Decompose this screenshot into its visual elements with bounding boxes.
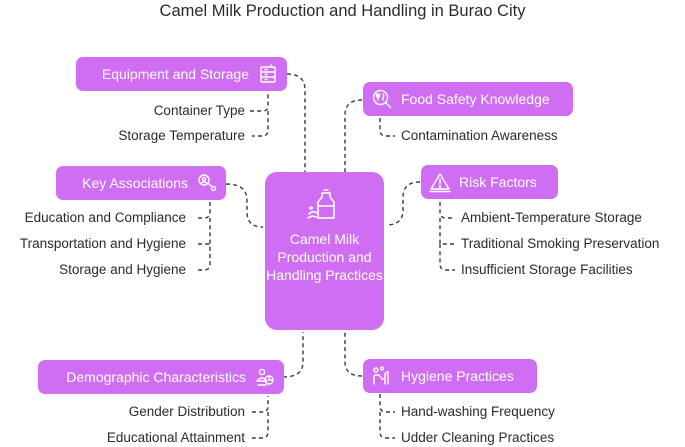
leaf-item: Gender Distribution bbox=[128, 404, 245, 419]
leaf-connector bbox=[252, 412, 269, 439]
branch-label: Key Associations bbox=[82, 175, 188, 191]
leaf-connector bbox=[250, 92, 269, 112]
warning-icon bbox=[429, 173, 451, 193]
leaf-item: Contamination Awareness bbox=[401, 128, 558, 143]
branch-label: Hygiene Practices bbox=[401, 368, 514, 384]
connector-equipment bbox=[286, 73, 306, 172]
leaf-item: Insufficient Storage Facilities bbox=[461, 262, 633, 277]
leaf-connector bbox=[198, 218, 211, 271]
search-food-icon bbox=[372, 89, 392, 109]
branch-label: Demographic Characteristics bbox=[66, 369, 246, 385]
storage-icon bbox=[260, 64, 276, 83]
branch-risk-factors: Risk Factors bbox=[421, 165, 558, 199]
connector-hygiene bbox=[344, 332, 363, 377]
leaf-item: Transportation and Hygiene bbox=[19, 236, 186, 251]
center-label: Camel Milk Production and Handling Pract… bbox=[266, 231, 383, 283]
leaf-connector bbox=[379, 118, 395, 137]
leaf-item: Udder Cleaning Practices bbox=[401, 430, 555, 445]
leaf-connector bbox=[379, 394, 395, 413]
leaf-connector bbox=[439, 244, 455, 271]
leaf-item: Storage Temperature bbox=[118, 128, 245, 143]
leaf-connector bbox=[252, 396, 269, 413]
leaf-item: Ambient-Temperature Storage bbox=[461, 210, 642, 225]
connector-risk-factors bbox=[385, 181, 421, 226]
leaf-connector bbox=[439, 218, 455, 245]
network-icon bbox=[198, 174, 217, 192]
people-icon bbox=[256, 368, 274, 386]
connector-food-safety bbox=[344, 99, 363, 172]
connector-key-associations bbox=[225, 183, 264, 228]
leaf-item: Education and Compliance bbox=[24, 210, 186, 225]
branch-equipment-and-storage: Equipment and Storage bbox=[76, 57, 287, 91]
milk-can-icon bbox=[307, 189, 335, 219]
center-node: Camel Milk Production and Handling Pract… bbox=[265, 172, 384, 330]
leaf-item: Container Type bbox=[153, 103, 245, 118]
branch-label: Risk Factors bbox=[459, 174, 537, 190]
branch-food-safety-knowledge: Food Safety Knowledge bbox=[363, 82, 573, 116]
diagram-title: Camel Milk Production and Handling in Bu… bbox=[159, 2, 526, 20]
handwash-icon bbox=[373, 366, 389, 385]
leaf-item: Educational Attainment bbox=[106, 430, 245, 445]
leaf-connector bbox=[198, 201, 211, 219]
leaf-connector bbox=[439, 202, 455, 219]
leaf-connector bbox=[379, 412, 395, 439]
branch-hygiene-practices: Hygiene Practices bbox=[363, 359, 537, 393]
leaf-item: Hand-washing Frequency bbox=[401, 404, 555, 419]
leaf-item: Traditional Smoking Preservation bbox=[461, 236, 660, 251]
branch-label: Food Safety Knowledge bbox=[401, 91, 550, 107]
leaf-item: Storage and Hygiene bbox=[59, 262, 186, 277]
connector-demographic bbox=[282, 332, 304, 378]
branch-label: Equipment and Storage bbox=[101, 66, 249, 82]
leaf-connector bbox=[252, 111, 269, 137]
branch-demographic-characteristics: Demographic Characteristics bbox=[38, 360, 284, 394]
branch-key-associations: Key Associations bbox=[56, 166, 226, 200]
